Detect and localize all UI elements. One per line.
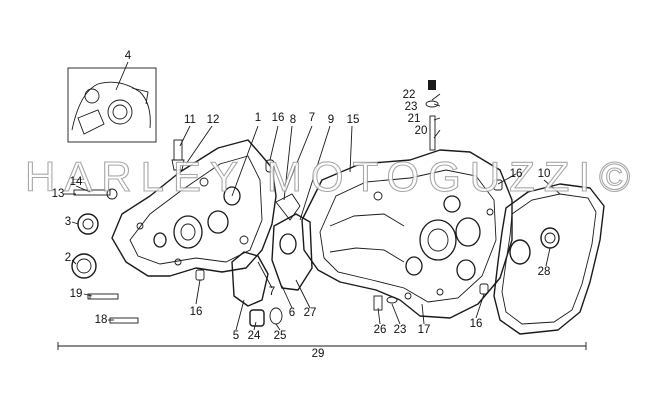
bolt-19 xyxy=(87,293,119,300)
callout-14: 14 xyxy=(70,176,83,188)
callout-13: 13 xyxy=(52,188,65,200)
bolt-18 xyxy=(109,317,139,324)
callout-7-bottom: 7 xyxy=(269,286,275,298)
gasket-8 xyxy=(275,193,301,221)
callout-6: 6 xyxy=(289,307,295,319)
seal-28 xyxy=(540,227,560,249)
callout-15: 15 xyxy=(347,114,360,126)
callout-16-bottom-right: 16 xyxy=(470,318,483,330)
callout-9: 9 xyxy=(328,114,334,126)
callout-24: 24 xyxy=(248,330,261,342)
callout-16-right: 16 xyxy=(510,168,523,180)
callout-2: 2 xyxy=(65,252,71,264)
stud-14 xyxy=(73,188,118,200)
callout-11: 11 xyxy=(184,114,196,126)
callout-21: 21 xyxy=(408,113,421,125)
callout-12: 12 xyxy=(207,114,220,126)
callout-16-top: 16 xyxy=(272,112,285,124)
washer-25 xyxy=(269,307,283,325)
leader-lines xyxy=(64,61,561,331)
callout-29: 29 xyxy=(312,348,325,360)
sensor-20 xyxy=(425,80,439,151)
watermark-text: HARLEY MOTOGUZZI© xyxy=(25,153,639,200)
callout-4: 4 xyxy=(125,50,132,62)
callout-16-bottom-left: 16 xyxy=(190,306,203,318)
callout-7-top: 7 xyxy=(309,112,315,124)
left-cover xyxy=(111,139,277,277)
gasket-27 xyxy=(271,213,313,291)
breather-11 xyxy=(171,139,185,171)
callout-18: 18 xyxy=(95,314,108,326)
callout-23-bottom: 23 xyxy=(394,324,407,336)
gasket-5 xyxy=(231,251,269,307)
callout-1: 1 xyxy=(255,112,261,124)
callout-19: 19 xyxy=(70,288,83,300)
callout-20: 20 xyxy=(415,125,428,137)
callout-17: 17 xyxy=(418,324,431,336)
callout-25: 25 xyxy=(274,330,287,342)
callout-26: 26 xyxy=(374,324,387,336)
gearbox-body xyxy=(301,149,513,319)
callout-10: 10 xyxy=(538,168,551,180)
callout-27: 27 xyxy=(304,307,317,319)
callout-3: 3 xyxy=(65,216,71,228)
inset-detail-box xyxy=(67,67,157,143)
callout-22: 22 xyxy=(403,89,416,101)
plug-24 xyxy=(249,309,265,327)
seal-3 xyxy=(77,213,99,235)
callout-5: 5 xyxy=(233,330,239,342)
assembly-bracket-29 xyxy=(57,342,587,350)
callout-23-top: 23 xyxy=(405,101,418,113)
callout-28: 28 xyxy=(538,266,551,278)
callout-8: 8 xyxy=(290,114,296,126)
cover-gasket-10 xyxy=(493,183,605,335)
seal-2 xyxy=(71,253,97,279)
